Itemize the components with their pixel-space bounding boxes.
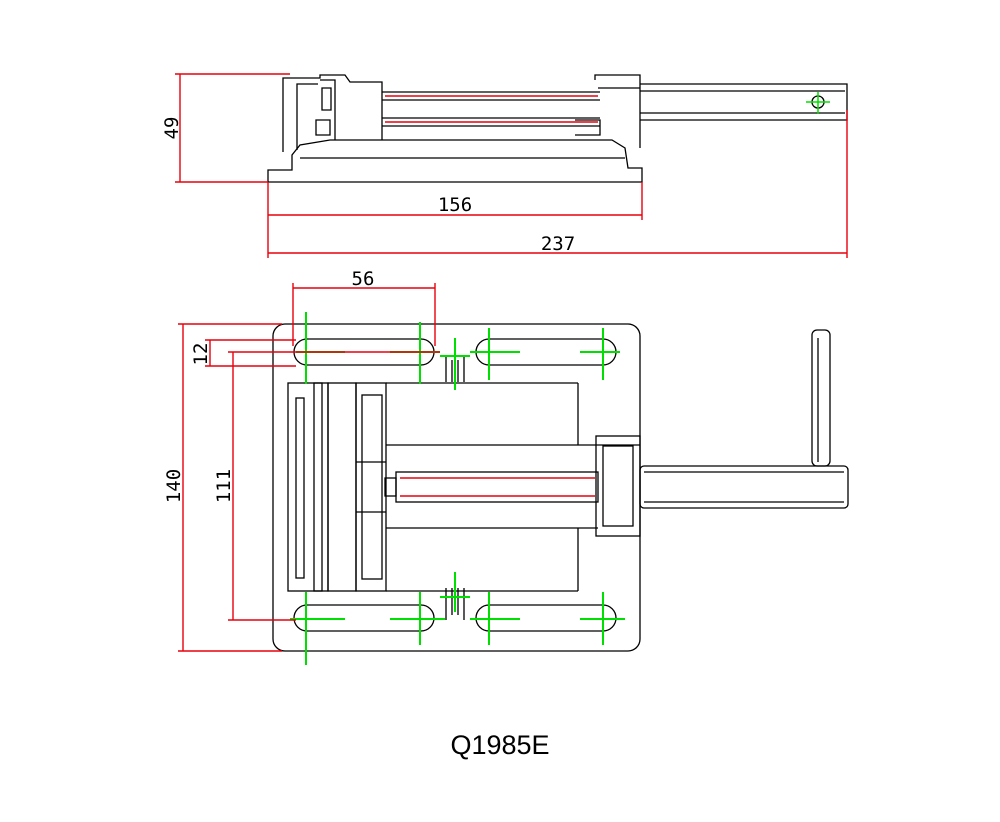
dim-base-length-label: 156 <box>438 194 472 216</box>
dim-inner-width-label: 111 <box>213 469 235 503</box>
dim-slot-width-label: 12 <box>190 343 212 366</box>
side-view <box>267 74 848 183</box>
dim-total-width-label: 140 <box>163 469 185 503</box>
top-view-screw-highlight <box>400 477 595 497</box>
top-view <box>272 323 849 652</box>
dim-total-length-label: 237 <box>541 233 575 255</box>
dim-slot-spacing-label: 56 <box>352 268 375 290</box>
side-view-dimension-lines <box>175 73 848 258</box>
dim-height-label: 49 <box>161 117 183 140</box>
side-view-rod-highlight <box>385 95 598 123</box>
model-title: Q1985E <box>450 730 550 760</box>
side-view-centerline <box>806 92 830 114</box>
top-view-dimension-lines <box>178 283 440 652</box>
